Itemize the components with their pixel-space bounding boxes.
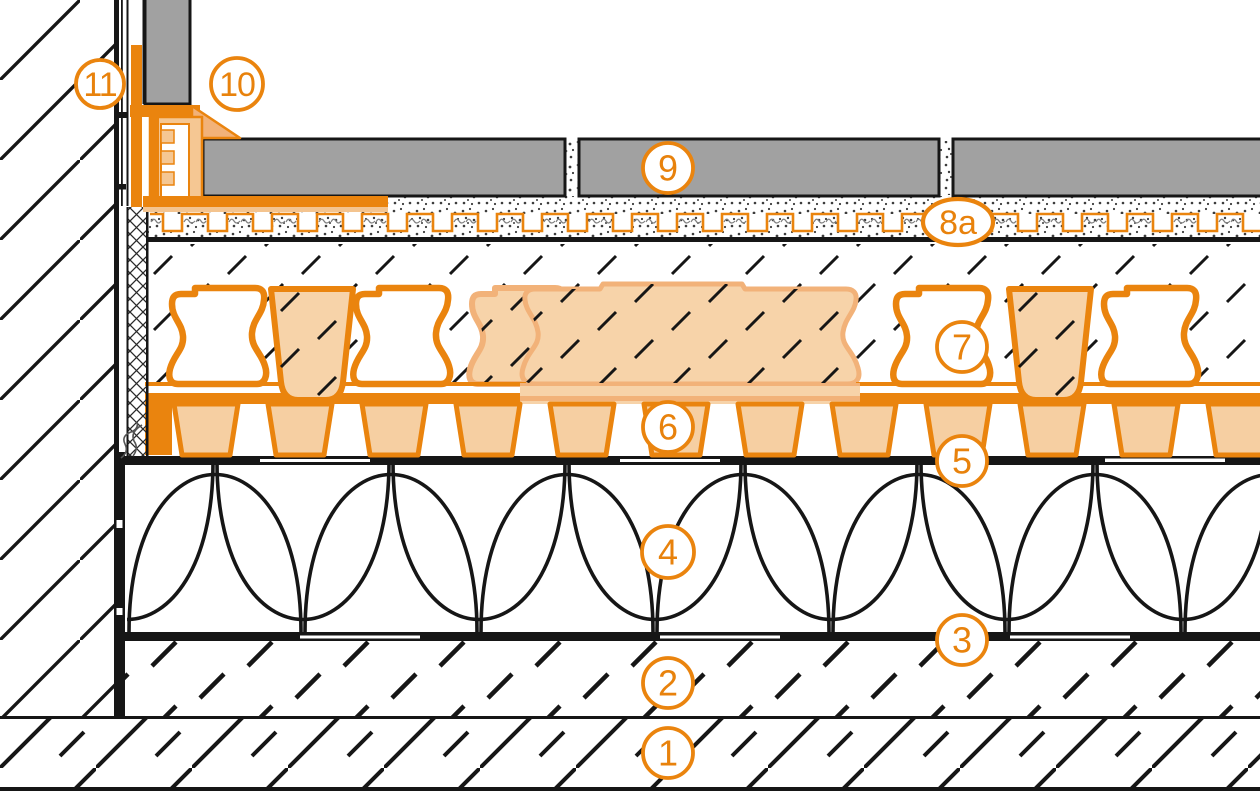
masonry-wall	[0, 0, 119, 717]
corner-sealant-squiggle	[120, 421, 143, 459]
callout-5: 5	[935, 434, 989, 488]
screed-top-line	[148, 237, 1260, 242]
callout-10-label: 10	[219, 66, 255, 104]
callout-2: 2	[641, 656, 695, 710]
callout-6-label: 6	[658, 407, 678, 448]
tile-covering-row	[201, 137, 1260, 198]
callout-2-label: 2	[658, 663, 678, 704]
tile-joint	[566, 141, 578, 195]
callout-7: 7	[935, 320, 989, 374]
callout-6: 6	[641, 400, 695, 454]
waterproofing-line	[117, 456, 1260, 465]
callout-9-label: 9	[658, 148, 678, 189]
callout-4: 4	[640, 524, 696, 580]
callout-10: 10	[209, 56, 265, 112]
callout-3-label: 3	[952, 620, 972, 661]
movement-joint	[116, 0, 129, 206]
callout-3: 3	[935, 613, 989, 667]
callout-8a: 8a	[920, 196, 996, 248]
vapor-barrier-line	[117, 632, 1260, 641]
drainage-stud-row	[145, 393, 1260, 455]
callout-8a-label: 8a	[939, 204, 977, 242]
profile-anchoring-flange	[143, 196, 388, 207]
callout-4-label: 4	[658, 532, 678, 573]
callout-11-label: 11	[83, 66, 116, 104]
perimeter-edge-strip	[126, 207, 149, 456]
callout-5-label: 5	[952, 441, 972, 482]
concrete-slab-layer	[0, 716, 1260, 791]
uncoupling-drainage-mat	[150, 211, 1260, 237]
wall-skirting-tile	[143, 0, 192, 106]
wall-waterproofing-band	[131, 0, 145, 207]
tile-joint	[940, 141, 952, 195]
callouts: 1 2 3 4 5 6 7 8a	[74, 56, 996, 780]
callout-1-label: 1	[658, 733, 678, 774]
callout-9: 9	[641, 141, 695, 195]
callout-7-label: 7	[952, 327, 972, 368]
callout-11: 11	[74, 58, 126, 110]
wall-upstand-membrane	[114, 452, 125, 718]
callout-1: 1	[641, 726, 695, 780]
edge-profile	[130, 104, 388, 212]
